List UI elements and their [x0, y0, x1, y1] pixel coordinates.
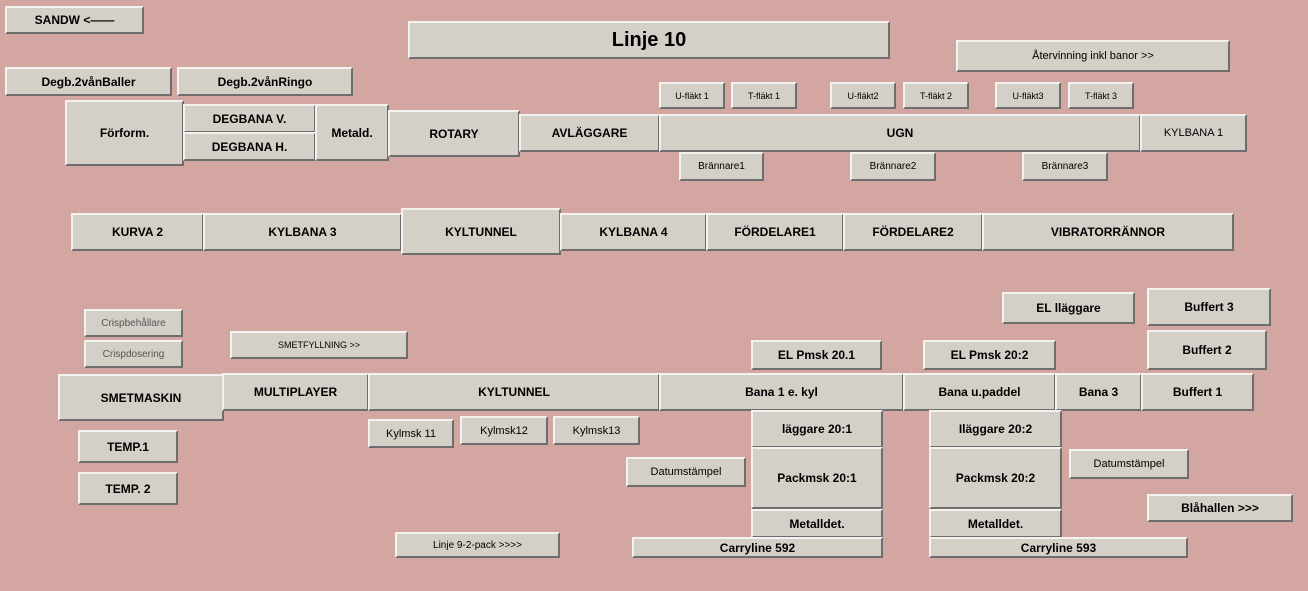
- bana3-button[interactable]: Bana 3: [1055, 373, 1142, 411]
- t-flakt3-button[interactable]: T-fläkt 3: [1068, 82, 1134, 109]
- degb-ringo-button[interactable]: Degb.2vånRingo: [177, 67, 353, 96]
- kurva2-button[interactable]: KURVA 2: [71, 213, 204, 251]
- carryline-593-button[interactable]: Carryline 593: [929, 537, 1188, 558]
- datumstampel1-button[interactable]: Datumstämpel: [626, 457, 746, 487]
- carryline-592-button[interactable]: Carryline 592: [632, 537, 883, 558]
- bana-upaddel-button[interactable]: Bana u.paddel: [903, 373, 1056, 411]
- kylmsk12-button[interactable]: Kylmsk12: [460, 416, 548, 445]
- sandw-button[interactable]: SANDW <——: [5, 6, 144, 34]
- kyltunnel-button[interactable]: KYLTUNNEL: [401, 208, 561, 255]
- rotary-button[interactable]: ROTARY: [388, 110, 520, 157]
- t-flakt1-button[interactable]: T-fläkt 1: [731, 82, 797, 109]
- bana1-button[interactable]: Bana 1 e. kyl: [659, 373, 904, 411]
- atervinning-button[interactable]: Återvinning inkl banor >>: [956, 40, 1230, 72]
- packmsk-20-1-button[interactable]: Packmsk 20:1: [751, 447, 883, 509]
- vibratorrannor-button[interactable]: VIBRATORRÄNNOR: [982, 213, 1234, 251]
- degbana-v-button[interactable]: DEGBANA V.: [183, 104, 316, 133]
- u-flakt3-button[interactable]: U-fläkt3: [995, 82, 1061, 109]
- kylbana3-button[interactable]: KYLBANA 3: [203, 213, 402, 251]
- linje9-button[interactable]: Linje 9-2-pack >>>>: [395, 532, 560, 558]
- multiplayer-button[interactable]: MULTIPLAYER: [222, 373, 369, 411]
- u-flakt1-button[interactable]: U-fläkt 1: [659, 82, 725, 109]
- el-laggare-button[interactable]: EL lläggare: [1002, 292, 1135, 324]
- el-pmsk-20-1-button[interactable]: EL Pmsk 20.1: [751, 340, 882, 370]
- buffert1-button[interactable]: Buffert 1: [1141, 373, 1254, 411]
- smetfyllning-button[interactable]: SMETFYLLNING >>: [230, 331, 408, 359]
- t-flakt2-button[interactable]: T-fläkt 2: [903, 82, 969, 109]
- u-flakt2-button[interactable]: U-fläkt2: [830, 82, 896, 109]
- temp2-button[interactable]: TEMP. 2: [78, 472, 178, 505]
- page-title: Linje 10: [408, 21, 890, 59]
- laggare-20-1-button[interactable]: läggare 20:1: [751, 410, 883, 448]
- degbana-h-button[interactable]: DEGBANA H.: [183, 132, 316, 161]
- degb-baller-button[interactable]: Degb.2vånBaller: [5, 67, 172, 96]
- metalldet1-button[interactable]: Metalldet.: [751, 509, 883, 538]
- fordelare2-button[interactable]: FÖRDELARE2: [843, 213, 983, 251]
- metalldet2-button[interactable]: Metalldet.: [929, 509, 1062, 538]
- kylbana4-button[interactable]: KYLBANA 4: [560, 213, 707, 251]
- brannare2-button[interactable]: Brännare2: [850, 152, 936, 181]
- ugn-button[interactable]: UGN: [659, 114, 1141, 152]
- datumstampel2-button[interactable]: Datumstämpel: [1069, 449, 1189, 479]
- packmsk-20-2-button[interactable]: Packmsk 20:2: [929, 447, 1062, 509]
- crispbehallare-button[interactable]: Crispbehållare: [84, 309, 183, 337]
- fordelare1-button[interactable]: FÖRDELARE1: [706, 213, 844, 251]
- crispdosering-button[interactable]: Crispdosering: [84, 340, 183, 368]
- el-pmsk-20-2-button[interactable]: EL Pmsk 20:2: [923, 340, 1056, 370]
- brannare3-button[interactable]: Brännare3: [1022, 152, 1108, 181]
- smetmaskin-button[interactable]: SMETMASKIN: [58, 374, 224, 421]
- avlaggare-button[interactable]: AVLÄGGARE: [519, 114, 660, 152]
- forform-button[interactable]: Förform.: [65, 100, 184, 166]
- kylmsk13-button[interactable]: Kylmsk13: [553, 416, 640, 445]
- temp1-button[interactable]: TEMP.1: [78, 430, 178, 463]
- kylbana1-button[interactable]: KYLBANA 1: [1140, 114, 1247, 152]
- kyltunnel-line3-button[interactable]: KYLTUNNEL: [368, 373, 660, 411]
- kylmsk11-button[interactable]: Kylmsk 11: [368, 419, 454, 448]
- buffert3-button[interactable]: Buffert 3: [1147, 288, 1271, 326]
- brannare1-button[interactable]: Brännare1: [679, 152, 764, 181]
- buffert2-button[interactable]: Buffert 2: [1147, 330, 1267, 370]
- blahallen-button[interactable]: Blåhallen >>>: [1147, 494, 1293, 522]
- metald-button[interactable]: Metald.: [315, 104, 389, 161]
- laggare-20-2-button[interactable]: Iläggare 20:2: [929, 410, 1062, 448]
